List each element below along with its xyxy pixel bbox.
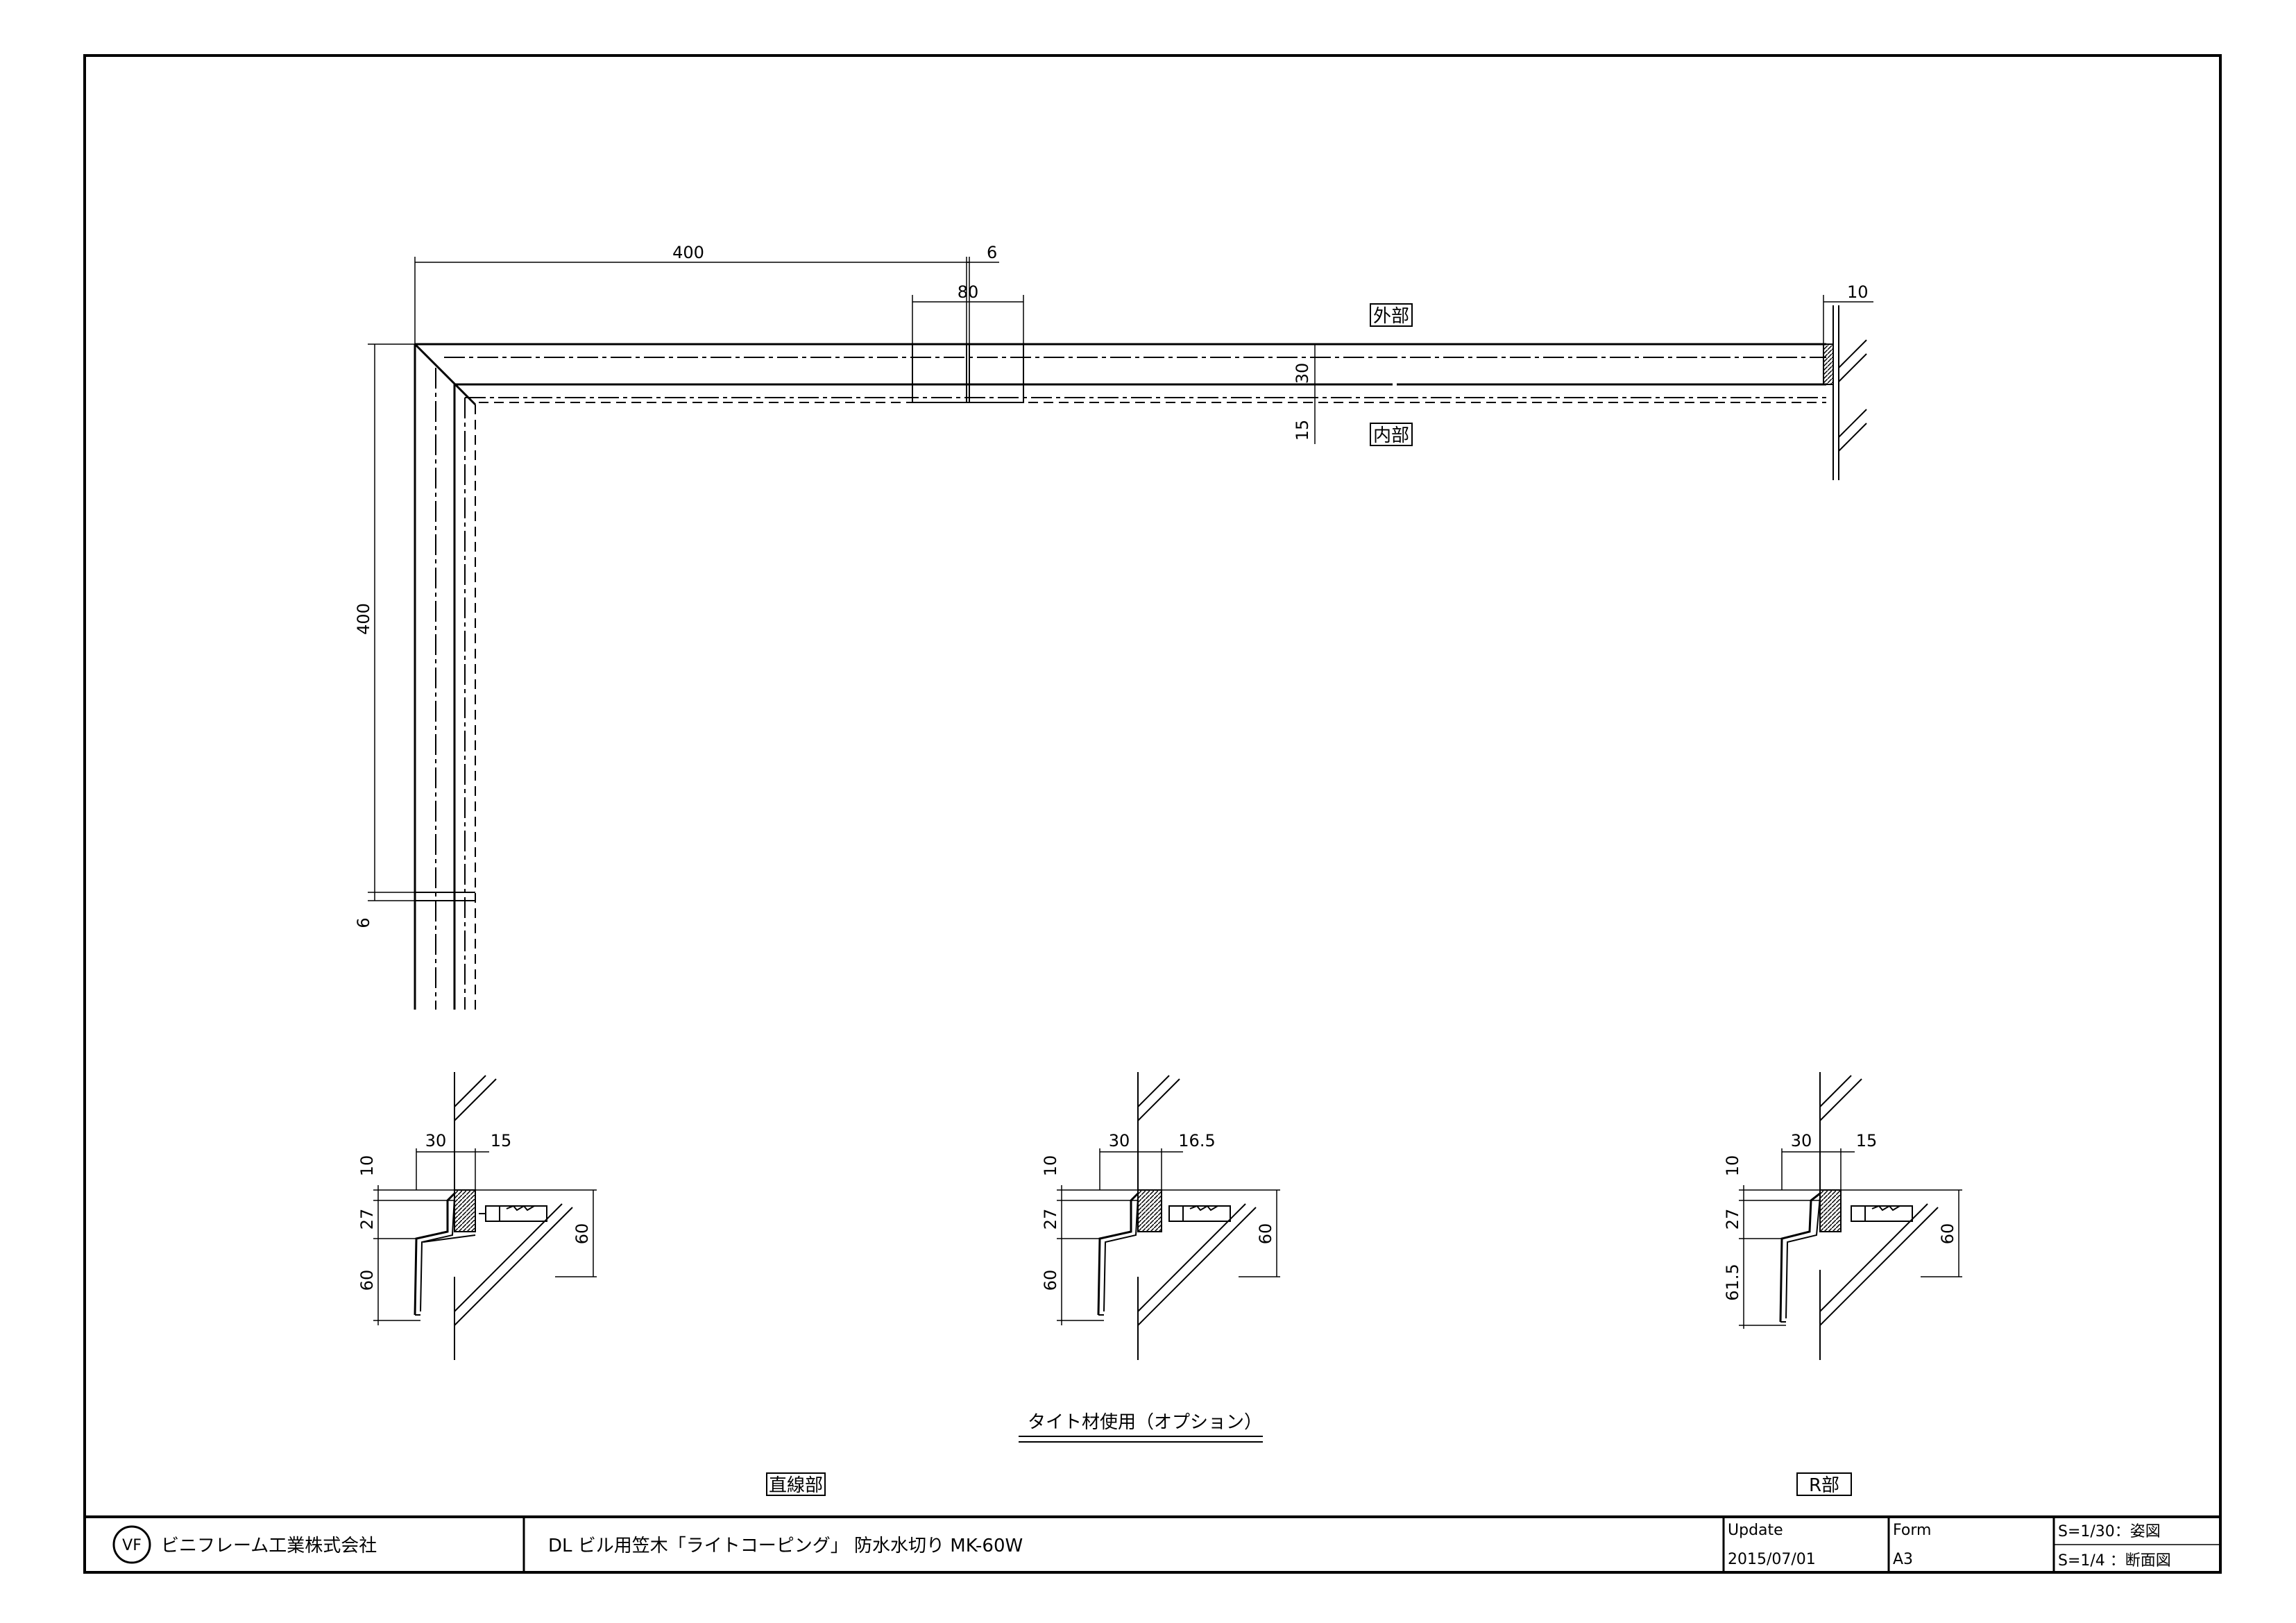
- sec-center-h2: 27: [1041, 1209, 1060, 1230]
- company-logo-text: VF: [122, 1537, 142, 1554]
- dim-plan-6-h: 6: [987, 243, 997, 262]
- dim-plan-400-v: 400: [354, 603, 373, 635]
- straight-part-label: 直線部: [769, 1475, 823, 1496]
- inner-label: 内部: [1373, 425, 1409, 446]
- sec-left-total: 60: [572, 1223, 592, 1245]
- section-center: [1057, 1072, 1280, 1360]
- dim-plan-30: 30: [1293, 363, 1312, 384]
- sec-center-right-w: 16.5: [1178, 1131, 1215, 1150]
- company-logo: [112, 1525, 151, 1564]
- sec-right-total: 60: [1938, 1223, 1957, 1245]
- sec-right-h1: 10: [1723, 1155, 1742, 1177]
- form-label: Form: [1893, 1522, 1931, 1539]
- form-value: A3: [1893, 1551, 1913, 1568]
- scale-plan: S=1/30：姿図: [2058, 1523, 2161, 1540]
- sec-center-total: 60: [1256, 1223, 1275, 1245]
- sec-center-h1: 10: [1041, 1155, 1060, 1177]
- sec-left-top-w: 30: [425, 1131, 447, 1150]
- dim-plan-400-h: 400: [672, 243, 704, 262]
- dim-plan-15: 15: [1293, 420, 1312, 441]
- sec-center-h3: 60: [1041, 1270, 1060, 1291]
- straight-part-box: [766, 1472, 826, 1496]
- sec-center-top-w: 30: [1109, 1131, 1130, 1150]
- sec-left-right-w: 15: [491, 1131, 512, 1150]
- section-left: [373, 1072, 597, 1360]
- sec-right-top-w: 30: [1791, 1131, 1812, 1150]
- drawing-title: DL ビル用笠木「ライトコーピング」 防水水切り MK-60W: [548, 1536, 1023, 1556]
- section-right: [1739, 1072, 1962, 1360]
- update-label: Update: [1728, 1522, 1783, 1539]
- sec-left-h1: 10: [357, 1155, 377, 1177]
- inner-label-box: [1370, 423, 1413, 446]
- plan-view: [414, 305, 1867, 1010]
- scale-section: S=1/4 ：断面図: [2058, 1552, 2171, 1570]
- dim-plan-80: 80: [958, 282, 979, 302]
- drawing-border: [83, 54, 2222, 1574]
- r-part-label: R部: [1809, 1475, 1839, 1496]
- sec-right-h3: 61.5: [1723, 1264, 1742, 1300]
- sec-right-right-w: 15: [1856, 1131, 1878, 1150]
- plan-dimensions: [368, 257, 1873, 901]
- sec-left-h3: 60: [357, 1270, 377, 1291]
- dim-plan-6-v: 6: [354, 917, 373, 928]
- company-name: ビニフレーム工業株式会社: [161, 1536, 377, 1556]
- title-block: [85, 1515, 2220, 1572]
- r-part-box: [1796, 1472, 1852, 1496]
- dim-plan-10: 10: [1847, 282, 1869, 302]
- update-value: 2015/07/01: [1728, 1551, 1816, 1568]
- tight-material-caption: タイト材使用（オプション）: [1028, 1412, 1262, 1433]
- sec-left-h2: 27: [357, 1209, 377, 1230]
- sec-right-h2: 27: [1723, 1209, 1742, 1230]
- outer-label-box: [1370, 303, 1413, 327]
- outer-label: 外部: [1373, 306, 1409, 327]
